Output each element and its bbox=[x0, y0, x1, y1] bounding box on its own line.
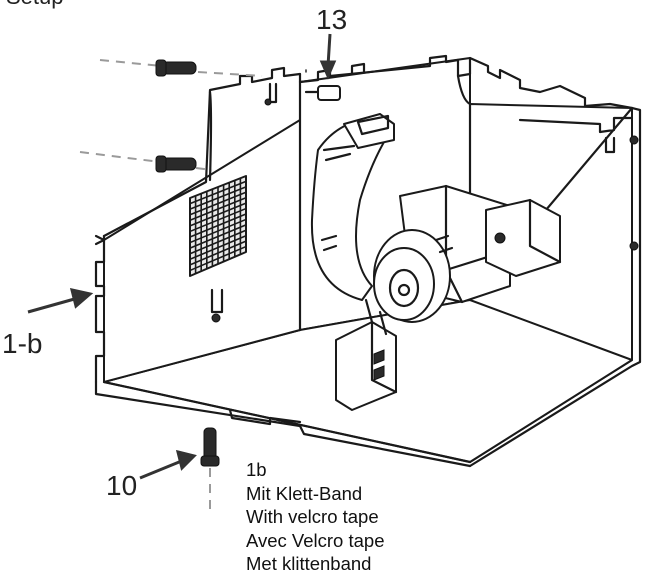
assembly-caption: 1b Mit Klett-Band With velcro tape Avec … bbox=[246, 458, 385, 576]
callout-1b: 1-b bbox=[2, 328, 43, 359]
vent-grid bbox=[189, 175, 247, 277]
vent-line bbox=[189, 213, 247, 238]
arrow-10 bbox=[139, 449, 197, 480]
caption-german: Mit Klett-Band bbox=[246, 482, 363, 504]
vent-line bbox=[189, 224, 247, 249]
arrow-13 bbox=[319, 33, 337, 80]
left-panel bbox=[94, 66, 302, 384]
vent-line bbox=[189, 191, 247, 216]
callout-10: 10 bbox=[106, 470, 138, 501]
caption-dutch: Met klittenband bbox=[246, 553, 372, 574]
caption-french: Avec Velcro tape bbox=[246, 529, 385, 551]
vent-line bbox=[189, 218, 247, 244]
arrow-1b bbox=[27, 288, 94, 314]
vent-line bbox=[189, 207, 247, 233]
vent-line bbox=[189, 202, 247, 227]
screw-top-13 bbox=[304, 85, 341, 101]
screw-mid-left bbox=[79, 151, 213, 173]
vent-line bbox=[189, 240, 247, 266]
screw-top-left bbox=[99, 59, 263, 77]
caption-english: With velcro tape bbox=[246, 506, 379, 527]
fan-duct bbox=[310, 113, 395, 301]
vent-line bbox=[189, 229, 247, 255]
vent-line bbox=[189, 245, 247, 272]
vent-line bbox=[189, 186, 247, 210]
vent-line bbox=[189, 234, 247, 261]
motor bbox=[373, 184, 562, 323]
top-label: Setup bbox=[6, 0, 64, 9]
vent-line bbox=[189, 196, 247, 222]
bracket bbox=[335, 298, 398, 411]
vent-line bbox=[189, 180, 247, 205]
callout-13: 13 bbox=[316, 4, 348, 35]
caption-step: 1b bbox=[246, 459, 267, 480]
screw-bottom bbox=[200, 427, 220, 510]
